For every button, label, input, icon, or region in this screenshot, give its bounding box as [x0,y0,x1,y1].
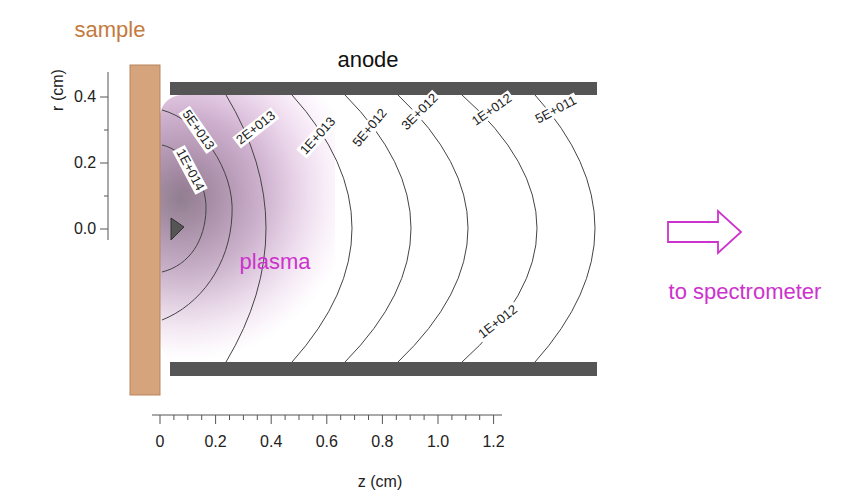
contour-lines [162,95,595,362]
part-name: anode [337,48,398,72]
tick-label: 1.2 [482,433,504,451]
z-axis [152,415,502,424]
tick-label: 0.0 [74,220,96,238]
anode-bar [170,82,597,95]
tick-label: 0.4 [74,88,96,106]
tick-label: 0.4 [260,433,282,451]
tick-label: 0 [156,433,165,451]
tick-label: 0.6 [316,433,338,451]
anode-bar [170,362,597,376]
peak-marker [171,218,184,240]
contour [292,95,352,362]
contour-label: 1E+012 [474,301,522,343]
axis-title: z (cm) [358,473,402,491]
contour [345,95,411,362]
tick-label: 0.8 [371,433,393,451]
tick-label: 1.0 [427,433,449,451]
tick-label: 0.2 [204,433,226,451]
contour [535,95,595,362]
output-arrow [668,211,741,253]
contour-label: 3E+012 [398,90,443,135]
direction-label: to spectrometer [669,280,822,304]
contour [398,95,468,362]
part-name: sample [75,18,146,42]
contour-label: 5E+011 [531,92,580,127]
tick-label: 0.2 [74,154,96,172]
region-label: plasma [240,250,311,274]
contour [462,95,537,362]
contour-label: 1E+012 [468,90,516,130]
r-axis [100,72,108,240]
sample-plate [130,65,160,395]
axis-title: r (cm) [49,69,67,111]
